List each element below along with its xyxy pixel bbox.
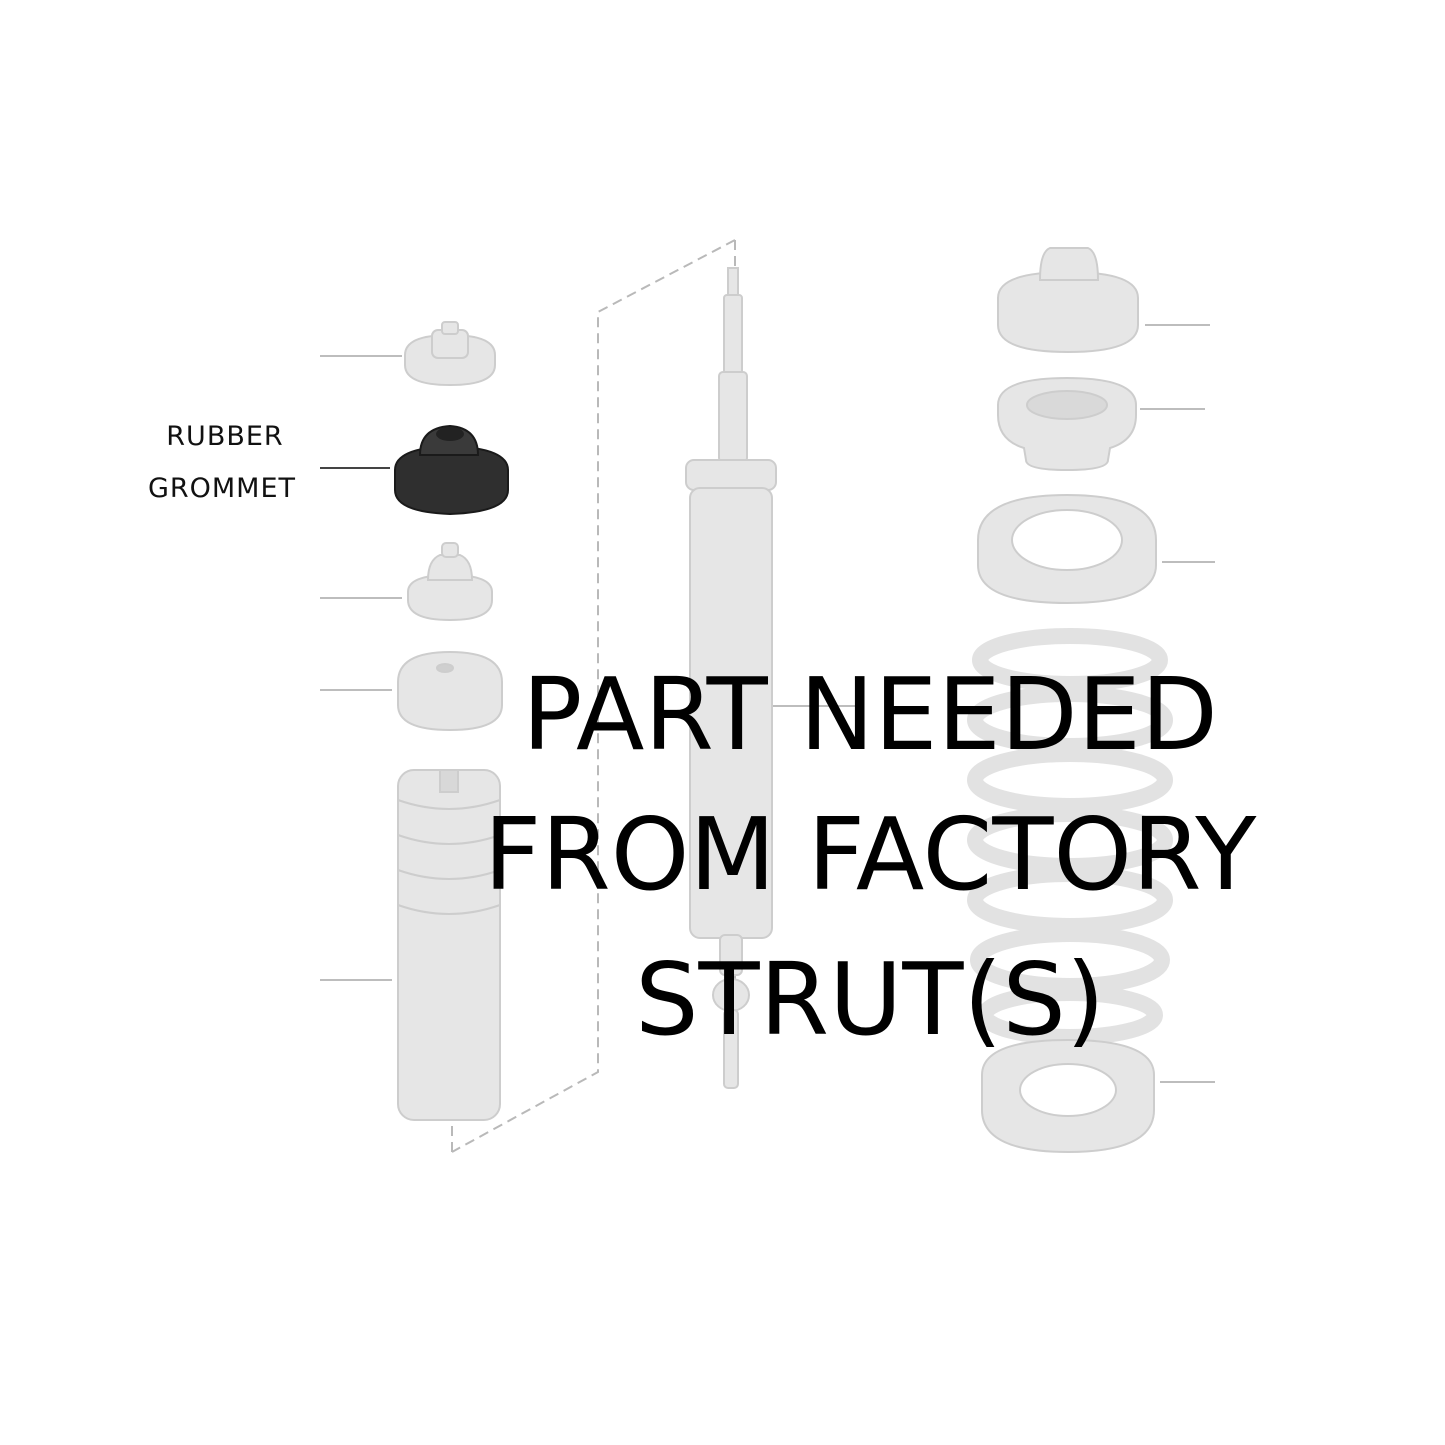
overlay-text-line-3: STRUT(S) <box>635 941 1105 1058</box>
rubber-grommet-part <box>394 424 509 516</box>
spring-isolator-part <box>997 376 1137 472</box>
coil-spring-part <box>967 628 1173 1045</box>
bump-stop-part <box>397 769 501 1121</box>
bump-cap-part <box>407 542 493 622</box>
overlay-text-line-1: PART NEEDED <box>522 656 1218 773</box>
shock-absorber-part <box>685 267 777 1089</box>
upper-spring-seat-part <box>997 247 1139 354</box>
callout-label-rubber: RUBBER <box>166 421 284 452</box>
leader-lines <box>320 324 1215 1083</box>
top-washer-part <box>404 321 496 387</box>
upper-ring-part <box>977 493 1157 605</box>
lower-washer-part <box>397 650 503 732</box>
lower-spring-pad-part <box>981 1038 1155 1154</box>
overlay-text-line-2: FROM FACTORY <box>483 796 1257 913</box>
callout-label-grommet: GROMMET <box>147 473 297 504</box>
